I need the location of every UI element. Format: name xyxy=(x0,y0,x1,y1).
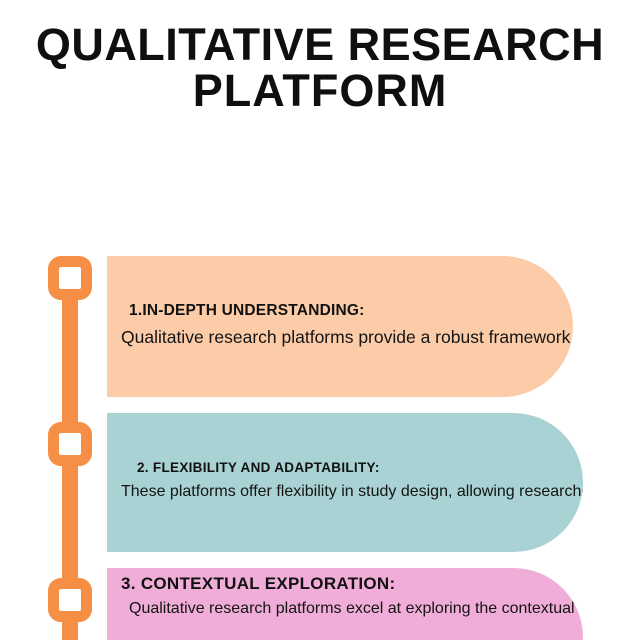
info-card-2: 2. FLEXIBILITY AND ADAPTABILITY: These p… xyxy=(107,413,583,552)
card-3-number: 3. xyxy=(121,574,136,593)
page-title-line-1: QUALITATIVE RESEARCH xyxy=(35,19,605,70)
card-2-heading: 2. FLEXIBILITY AND ADAPTABILITY: xyxy=(121,460,583,475)
timeline-node-3 xyxy=(48,578,92,622)
timeline-node-1 xyxy=(48,256,92,300)
card-1-heading: 1.IN-DEPTH UNDERSTANDING: xyxy=(121,302,573,320)
card-3-body: Qualitative research platforms excel at … xyxy=(129,600,583,617)
card-2-text-column: 2. FLEXIBILITY AND ADAPTABILITY: These p… xyxy=(107,460,583,505)
card-3-heading-label: CONTEXTUAL EXPLORATION: xyxy=(140,574,396,593)
card-3-text-column: 3. CONTEXTUAL EXPLORATION: Qualitative r… xyxy=(107,568,583,622)
timeline-rail xyxy=(48,252,92,640)
card-1-text-column: 1.IN-DEPTH UNDERSTANDING: Qualitative re… xyxy=(107,302,573,351)
timeline-node-2 xyxy=(48,422,92,466)
card-1-heading-label: IN-DEPTH UNDERSTANDING: xyxy=(142,302,365,320)
card-2-heading-label: FLEXIBILITY AND ADAPTABILITY: xyxy=(152,460,380,476)
card-1-number: 1. xyxy=(129,302,143,320)
card-2-number: 2. xyxy=(137,460,149,476)
page-title: QUALITATIVE RESEARCH PLATFORM xyxy=(0,19,640,117)
card-3-heading: 3. CONTEXTUAL EXPLORATION: xyxy=(121,574,583,594)
card-1-body: Qualitative research platforms provide a… xyxy=(121,327,573,348)
page-title-line-2: PLATFORM xyxy=(192,65,448,117)
card-2-body: These platforms offer flexibility in stu… xyxy=(121,483,583,501)
info-card-1: 1.IN-DEPTH UNDERSTANDING: Qualitative re… xyxy=(107,256,573,397)
info-card-3: 3. CONTEXTUAL EXPLORATION: Qualitative r… xyxy=(107,568,583,640)
